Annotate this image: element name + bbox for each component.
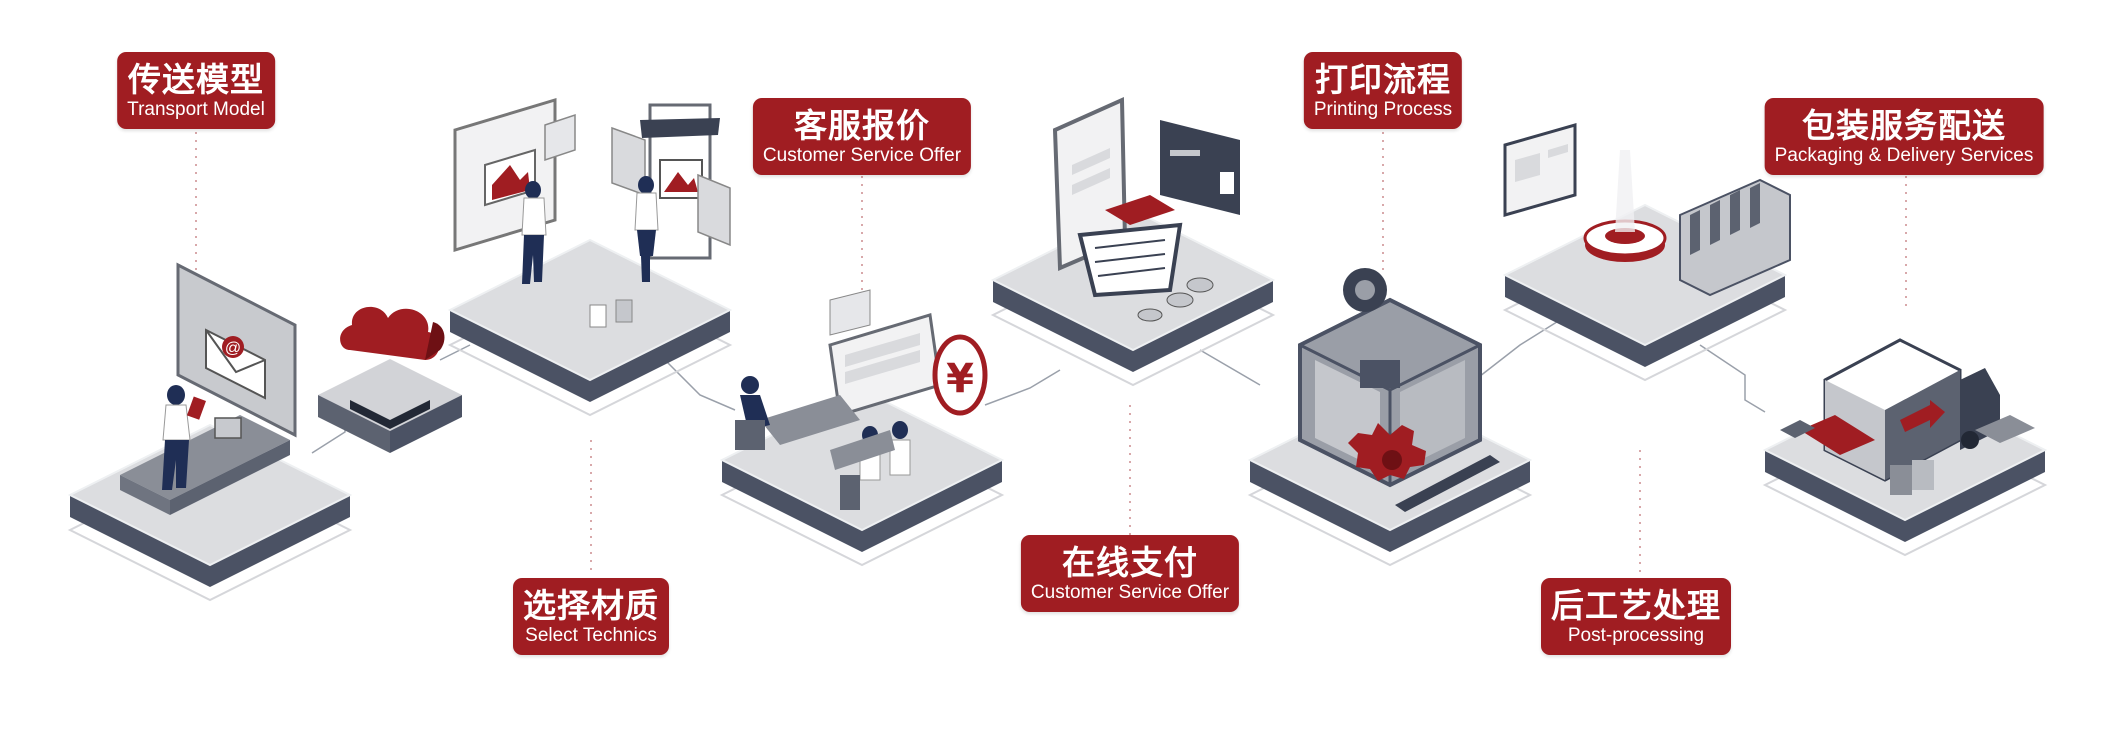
person-figure xyxy=(162,385,206,490)
cloud-icon xyxy=(340,306,445,360)
platform-upload xyxy=(69,415,351,601)
delivery-truck-icon xyxy=(1780,338,2035,495)
email-monitor-icon: @ xyxy=(176,262,297,438)
step-title-en: Customer Service Offer xyxy=(762,145,962,166)
yen-icon: ¥ xyxy=(946,356,974,402)
step-title-zh: 在线支付 xyxy=(1062,543,1198,582)
step-label-transport-model: 传送模型 Transport Model xyxy=(117,52,275,129)
payment-phone-icon xyxy=(1052,96,1240,271)
step-label-packaging-delivery: 包装服务配送 Packaging & Delivery Services xyxy=(1764,98,2044,175)
step-label-customer-service-offer: 客服报价 Customer Service Offer xyxy=(752,98,972,175)
step-label-post-processing: 后工艺处理 Post-processing xyxy=(1541,578,1731,655)
support-desk-icon: ¥ xyxy=(735,289,988,510)
step-title-zh: 选择材质 xyxy=(523,586,659,625)
3d-printer-icon xyxy=(1298,268,1500,512)
step-title-zh: 打印流程 xyxy=(1315,60,1451,99)
step-title-zh: 包装服务配送 xyxy=(1802,106,2006,145)
step-title-en: Select Technics xyxy=(525,625,657,646)
step-label-online-payment: 在线支付 Customer Service Offer xyxy=(1020,535,1240,612)
material-screens-icon xyxy=(453,97,731,328)
step-title-en: Customer Service Offer xyxy=(1030,582,1230,603)
step-title-zh: 客服报价 xyxy=(794,106,930,145)
step-title-en: Post-processing xyxy=(1567,625,1705,646)
step-title-en: Transport Model xyxy=(127,99,265,120)
post-processing-machine-icon xyxy=(1503,123,1791,297)
step-label-select-technics: 选择材质 Select Technics xyxy=(513,578,669,655)
shopping-basket-icon xyxy=(1077,195,1214,322)
step-title-zh: 传送模型 xyxy=(127,60,264,99)
cloud-storage-block xyxy=(318,359,462,453)
step-title-zh: 后工艺处理 xyxy=(1551,586,1721,625)
leader-lines xyxy=(195,132,1907,580)
step-title-en: Packaging & Delivery Services xyxy=(1774,145,2034,166)
step-title-en: Printing Process xyxy=(1313,99,1453,120)
at-icon: @ xyxy=(225,340,241,357)
step-label-printing-process: 打印流程 Printing Process xyxy=(1303,52,1463,129)
